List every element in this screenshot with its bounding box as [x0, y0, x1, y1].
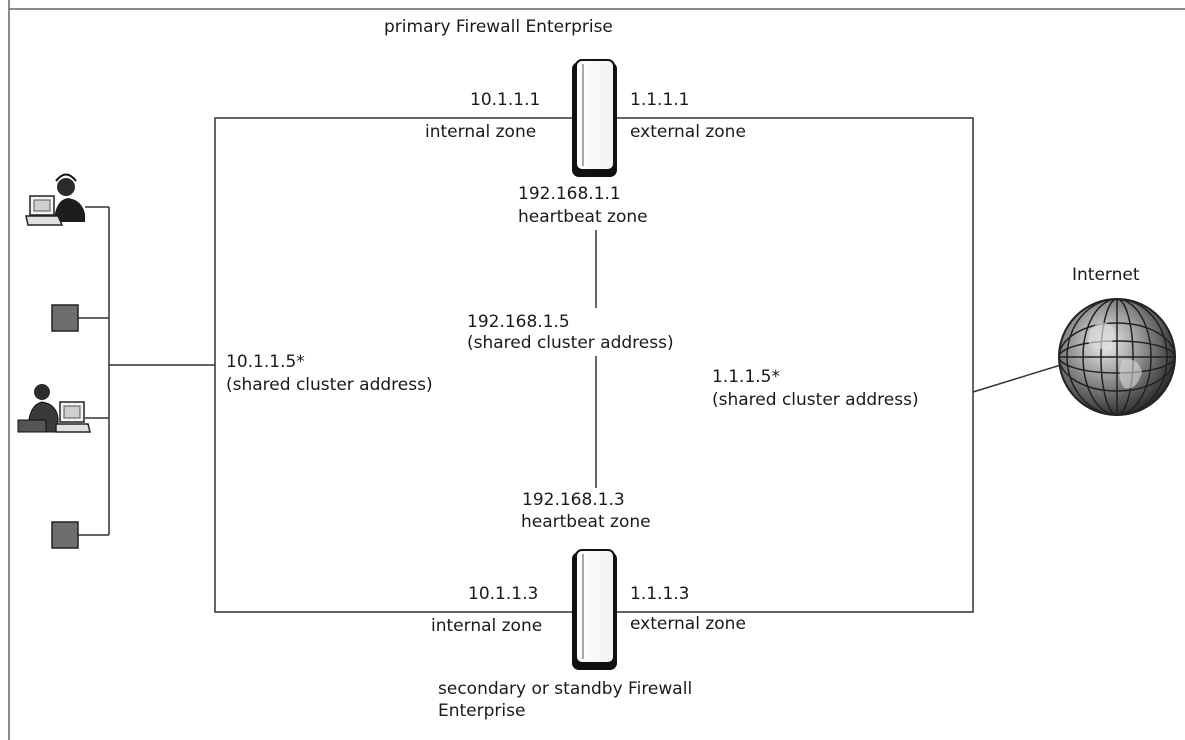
primary-internal-zone: internal zone: [425, 122, 537, 142]
internet-link: [972, 363, 1065, 393]
secondary-internal-ip: 10.1.1.3: [468, 584, 539, 604]
server-icon[interactable]: [51, 521, 79, 549]
cluster-internal-note: (shared cluster address): [226, 375, 433, 395]
secondary-firewall-icon[interactable]: [572, 549, 617, 670]
secondary-firewall-title-line1: secondary or standby Firewall: [438, 679, 693, 699]
secondary-external-ip: 1.1.1.3: [630, 584, 690, 604]
secondary-heartbeat-ip: 192.168.1.3: [522, 490, 625, 510]
cluster-external-ip: 1.1.1.5*: [712, 367, 780, 387]
globe-icon[interactable]: [1058, 298, 1176, 416]
cluster-heartbeat-note: (shared cluster address): [467, 333, 674, 353]
secondary-internal-zone: internal zone: [431, 616, 543, 636]
user-workstation-icon[interactable]: [17, 384, 91, 433]
user-workstation-icon[interactable]: [25, 173, 85, 226]
secondary-firewall-title-line2: Enterprise: [438, 701, 526, 721]
secondary-external-zone: external zone: [630, 614, 746, 634]
primary-heartbeat-zone: heartbeat zone: [518, 207, 648, 227]
cluster-external-note: (shared cluster address): [712, 390, 919, 410]
cluster-heartbeat-ip: 192.168.1.5: [467, 312, 570, 332]
primary-heartbeat-ip: 192.168.1.1: [518, 184, 621, 204]
secondary-heartbeat-zone: heartbeat zone: [521, 512, 651, 532]
primary-internal-ip: 10.1.1.1: [470, 90, 541, 110]
cluster-internal-ip: 10.1.1.5*: [226, 352, 305, 372]
server-icon[interactable]: [51, 304, 79, 332]
primary-firewall-icon[interactable]: [572, 59, 617, 177]
primary-external-zone: external zone: [630, 122, 746, 142]
primary-firewall-title: primary Firewall Enterprise: [384, 17, 613, 37]
primary-external-ip: 1.1.1.1: [630, 90, 690, 110]
internet-label: Internet: [1072, 265, 1140, 285]
